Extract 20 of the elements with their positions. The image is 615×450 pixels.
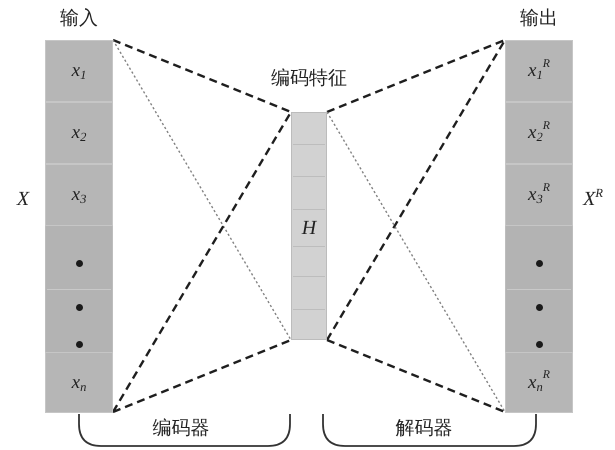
- bracket-label: 编码器: [152, 418, 210, 440]
- vector-cell: x$_{3}$: [45, 164, 113, 226]
- dashed-line: [326, 338, 506, 414]
- dashed-line: [112, 111, 292, 413]
- column-heading: 输入: [60, 8, 98, 30]
- vector-cell: x$_{1}$: [45, 40, 113, 102]
- vector-label: X: [16, 188, 30, 210]
- dotted-line: [112, 40, 292, 340]
- column-heading: 编码特征: [271, 68, 347, 90]
- vector-cell: x$_{2}$: [45, 102, 113, 164]
- column-heading: 输出: [520, 8, 558, 30]
- math-symbol: H: [302, 217, 316, 239]
- dashed-line: [326, 39, 506, 341]
- dashed-line: [112, 38, 292, 114]
- dotted-line: [326, 112, 506, 412]
- bracket-label: 解码器: [396, 418, 452, 440]
- dashed-line: [326, 38, 506, 114]
- vector-cell: x$_{n}$: [45, 352, 113, 413]
- dashed-line: [112, 338, 292, 414]
- vector-label: X$^{R}$: [583, 188, 603, 210]
